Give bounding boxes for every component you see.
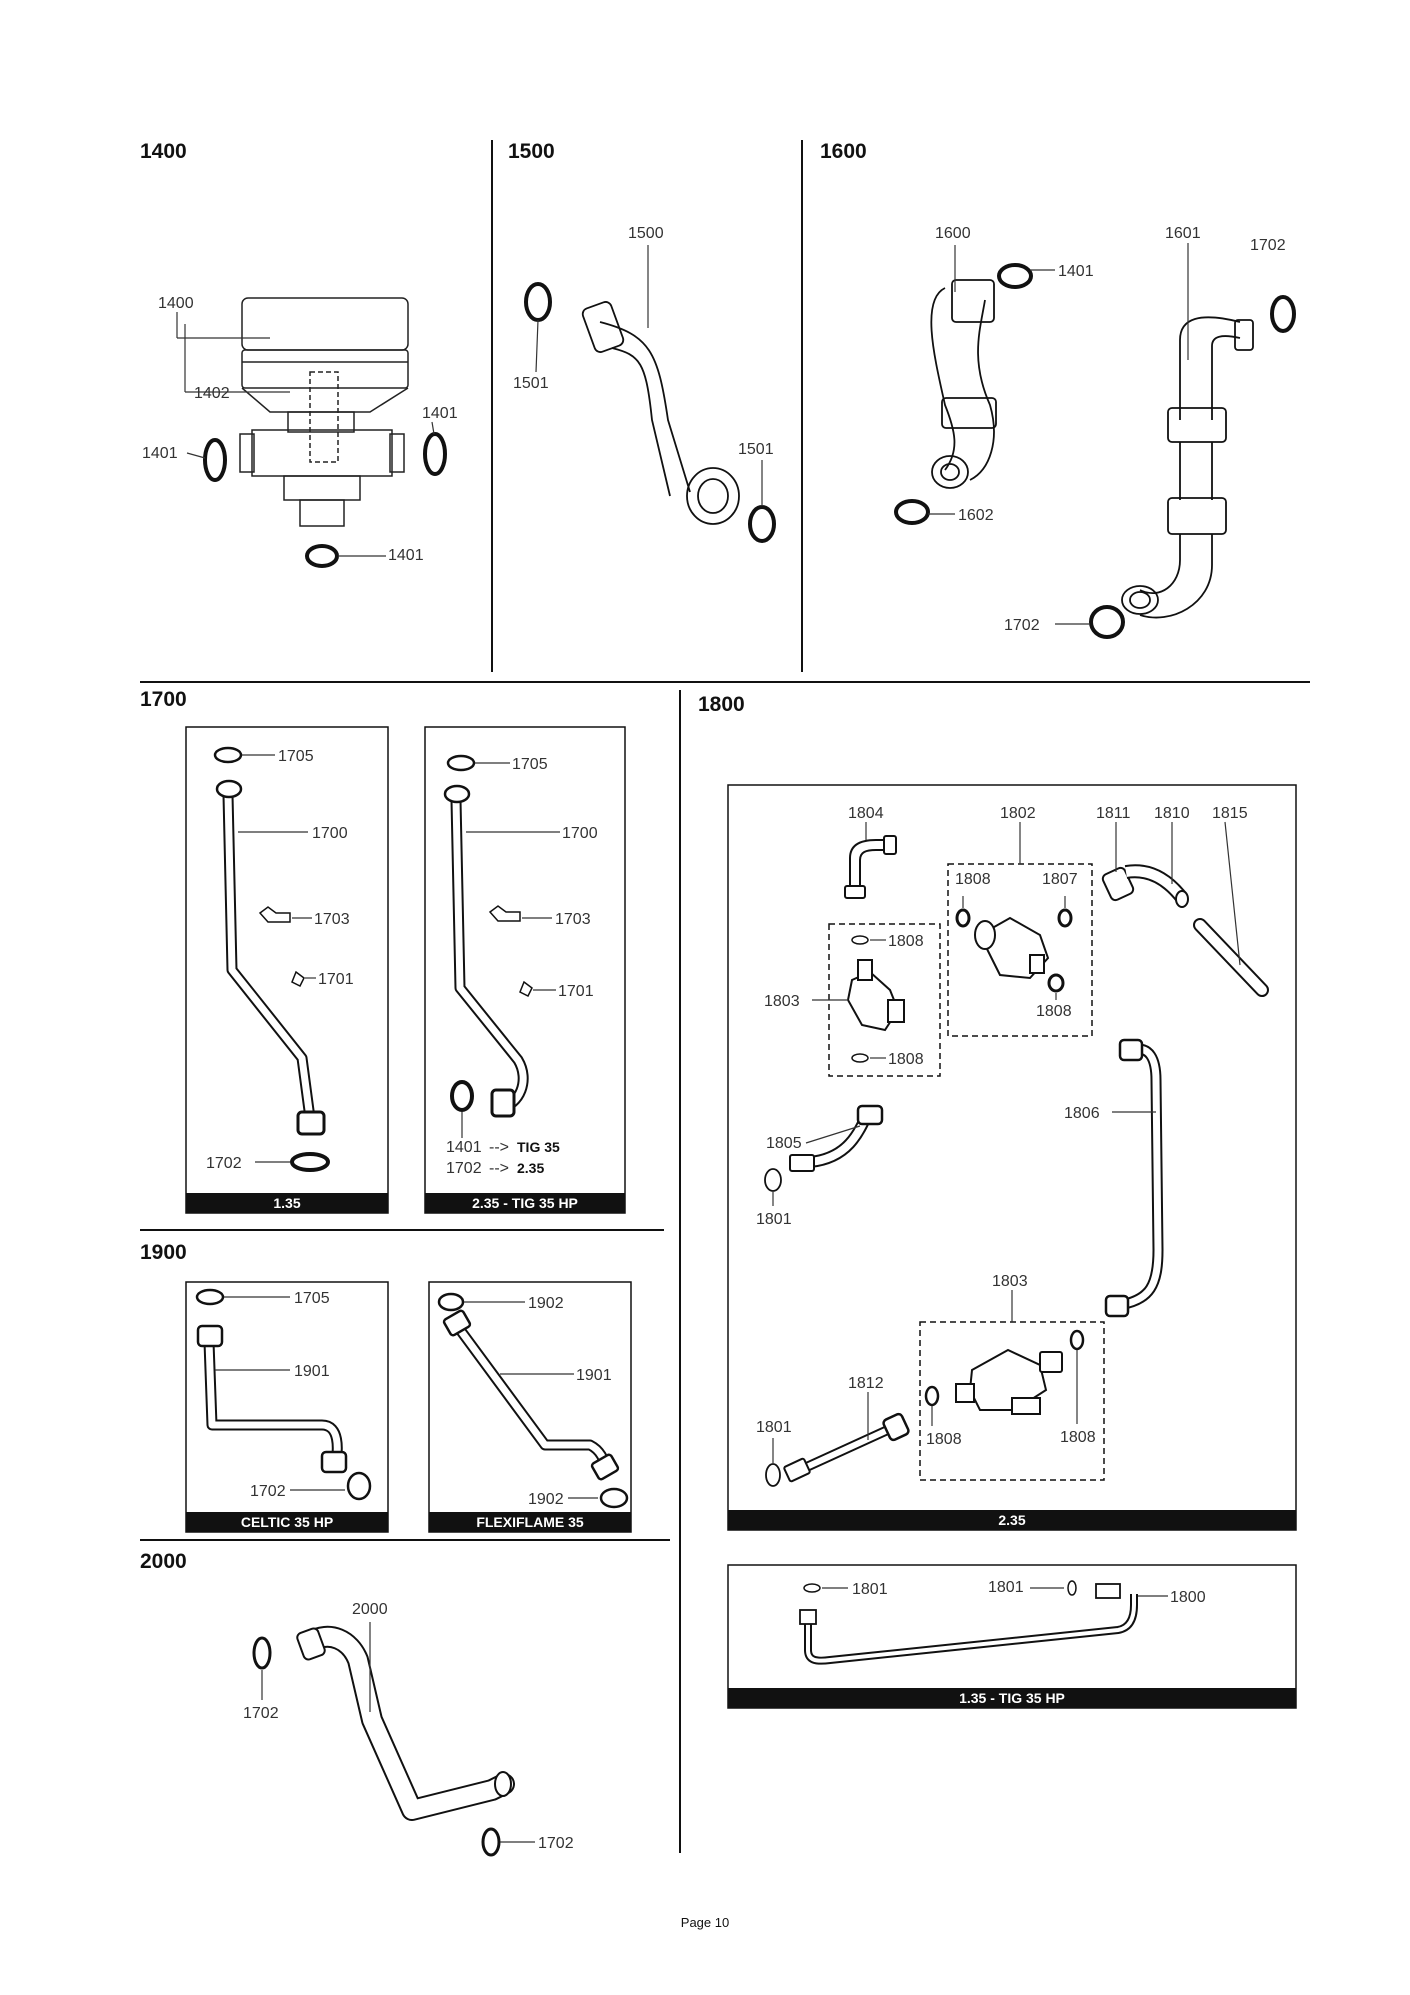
panel-1900-a: CELTIC 35 HP 1705 1901 1702 <box>185 1281 389 1533</box>
page-number: Page 10 <box>680 1915 730 1930</box>
callout-1705: 1705 <box>512 756 548 773</box>
panel-bar-label: 1.35 <box>273 1195 300 1211</box>
callout-1811: 1811 <box>1096 805 1131 822</box>
part-1600-leaders <box>928 243 1189 625</box>
panel-1700-a: 1.35 1705 1700 1703 1701 1702 <box>185 726 389 1214</box>
callout-1702: 1702 <box>206 1155 242 1172</box>
part-1600-elbow <box>930 279 997 489</box>
panel-1800-small: 1.35 - TIG 35 HP 1801 1801 1800 <box>727 1564 1297 1709</box>
section-title-1700: 1700 <box>140 688 187 711</box>
note-arrow: --> <box>489 1139 509 1156</box>
section-title-2000: 2000 <box>140 1550 187 1573</box>
callout-1702: 1702 <box>538 1835 574 1852</box>
pipe-1901 <box>203 1341 343 1463</box>
note-arrow: --> <box>489 1160 509 1177</box>
callout-1700: 1700 <box>312 825 348 842</box>
section-title-1500: 1500 <box>508 140 555 163</box>
callout-1901: 1901 <box>294 1363 330 1380</box>
callout-1701: 1701 <box>318 971 354 988</box>
part-1601-elbow <box>1121 316 1254 619</box>
callout-1600: 1600 <box>935 225 971 242</box>
callout-1808: 1808 <box>926 1431 962 1448</box>
callout-1501: 1501 <box>738 441 774 458</box>
callout-1402: 1402 <box>194 385 230 402</box>
callout-2000: 2000 <box>352 1601 388 1618</box>
callout-1803: 1803 <box>992 1273 1028 1290</box>
panel-1800-main: 2.35 <box>727 784 1297 1531</box>
callout-1500: 1500 <box>628 225 664 242</box>
callout-1808: 1808 <box>955 871 991 888</box>
panel-bar-label: FLEXIFLAME 35 <box>476 1514 584 1530</box>
callout-1702: 1702 <box>446 1160 482 1177</box>
pipe-1700 <box>222 794 316 1119</box>
callout-1805: 1805 <box>766 1135 802 1152</box>
part-1400-seals <box>203 432 447 568</box>
callout-1800: 1800 <box>1170 1589 1206 1606</box>
callout-1807: 1807 <box>1042 871 1078 888</box>
callout-1700: 1700 <box>562 825 598 842</box>
section-title-1800: 1800 <box>698 693 745 716</box>
callout-1401: 1401 <box>142 445 178 462</box>
callout-1808: 1808 <box>888 933 924 950</box>
callout-1601: 1601 <box>1165 225 1201 242</box>
callout-1705: 1705 <box>294 1290 330 1307</box>
panel-bar-label: 2.35 <box>998 1512 1025 1528</box>
callout-1810: 1810 <box>1154 805 1190 822</box>
panel-1900-b: FLEXIFLAME 35 1902 1901 1902 <box>428 1281 632 1533</box>
callout-1901: 1901 <box>576 1367 612 1384</box>
callout-1401: 1401 <box>422 405 458 422</box>
section-title-1400: 1400 <box>140 140 187 163</box>
panel-bar-label: CELTIC 35 HP <box>241 1514 333 1530</box>
callout-1401: 1401 <box>388 547 424 564</box>
callout-1902: 1902 <box>528 1295 564 1312</box>
part-1600-seals <box>894 263 1296 639</box>
part-1500-seals <box>524 282 776 543</box>
callout-1705: 1705 <box>278 748 314 765</box>
callout-1808: 1808 <box>888 1051 924 1068</box>
callout-1801: 1801 <box>852 1581 888 1598</box>
callout-1703: 1703 <box>314 911 350 928</box>
panel-1700-b: 2.35 - TIG 35 HP 1705 1700 1703 1701 140… <box>424 726 626 1214</box>
part-1400-leaders <box>176 312 435 557</box>
callout-1401: 1401 <box>1058 263 1094 280</box>
part-1500-pipe <box>581 301 740 525</box>
callout-1806: 1806 <box>1064 1105 1100 1122</box>
callout-1400: 1400 <box>158 295 194 312</box>
callout-1703: 1703 <box>555 911 591 928</box>
pipe-1700 <box>450 799 529 1114</box>
callout-1702: 1702 <box>250 1483 286 1500</box>
callout-1701: 1701 <box>558 983 594 1000</box>
section-title-1600: 1600 <box>820 140 867 163</box>
section-title-1900: 1900 <box>140 1241 187 1264</box>
callout-1815: 1815 <box>1212 805 1248 822</box>
callout-1808: 1808 <box>1036 1003 1072 1020</box>
part-1500-leaders <box>535 245 763 506</box>
callout-1401: 1401 <box>446 1139 482 1156</box>
part-1400-valve <box>239 297 409 527</box>
part-2000-pipe: 2000 1702 1702 <box>243 1601 574 1857</box>
note-2-35: 2.35 <box>517 1160 544 1176</box>
callout-1801: 1801 <box>756 1211 792 1228</box>
callout-1702: 1702 <box>1250 237 1286 254</box>
callout-1801: 1801 <box>756 1419 792 1436</box>
callout-1801: 1801 <box>988 1579 1024 1596</box>
panel-bar-label: 2.35 - TIG 35 HP <box>472 1195 578 1211</box>
callout-1802: 1802 <box>1000 805 1036 822</box>
panel-bar-label: 1.35 - TIG 35 HP <box>959 1690 1065 1706</box>
callout-1702: 1702 <box>243 1705 279 1722</box>
callout-1602: 1602 <box>958 507 994 524</box>
callout-1702: 1702 <box>1004 617 1040 634</box>
callout-1803: 1803 <box>764 993 800 1010</box>
callout-1804: 1804 <box>848 805 884 822</box>
callout-1902: 1902 <box>528 1491 564 1508</box>
note-tig-35: TIG 35 <box>517 1139 560 1155</box>
callout-1808: 1808 <box>1060 1429 1096 1446</box>
callout-1812: 1812 <box>848 1375 884 1392</box>
callout-1501: 1501 <box>513 375 549 392</box>
section-dividers <box>140 140 1310 1853</box>
